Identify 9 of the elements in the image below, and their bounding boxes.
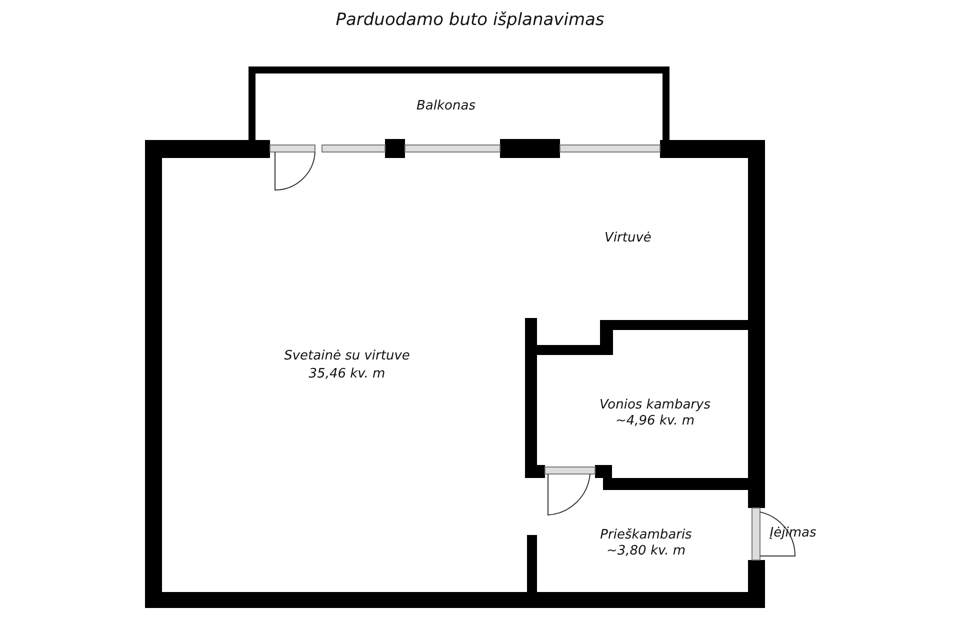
room-name: Vonios kambarys	[600, 398, 710, 412]
room-name: Svetainė su virtuve	[284, 348, 410, 364]
room-name: Prieškambaris	[600, 528, 692, 542]
room-area: 35,46 kv. m	[308, 366, 386, 382]
room-area: ~4,96 kv. m	[615, 414, 695, 428]
room-area: ~3,80 kv. m	[606, 544, 686, 558]
plan-title: Parduodamo buto išplanavimas	[336, 10, 604, 30]
room-name: Balkonas	[416, 98, 476, 114]
room-name: Virtuvė	[604, 230, 652, 246]
